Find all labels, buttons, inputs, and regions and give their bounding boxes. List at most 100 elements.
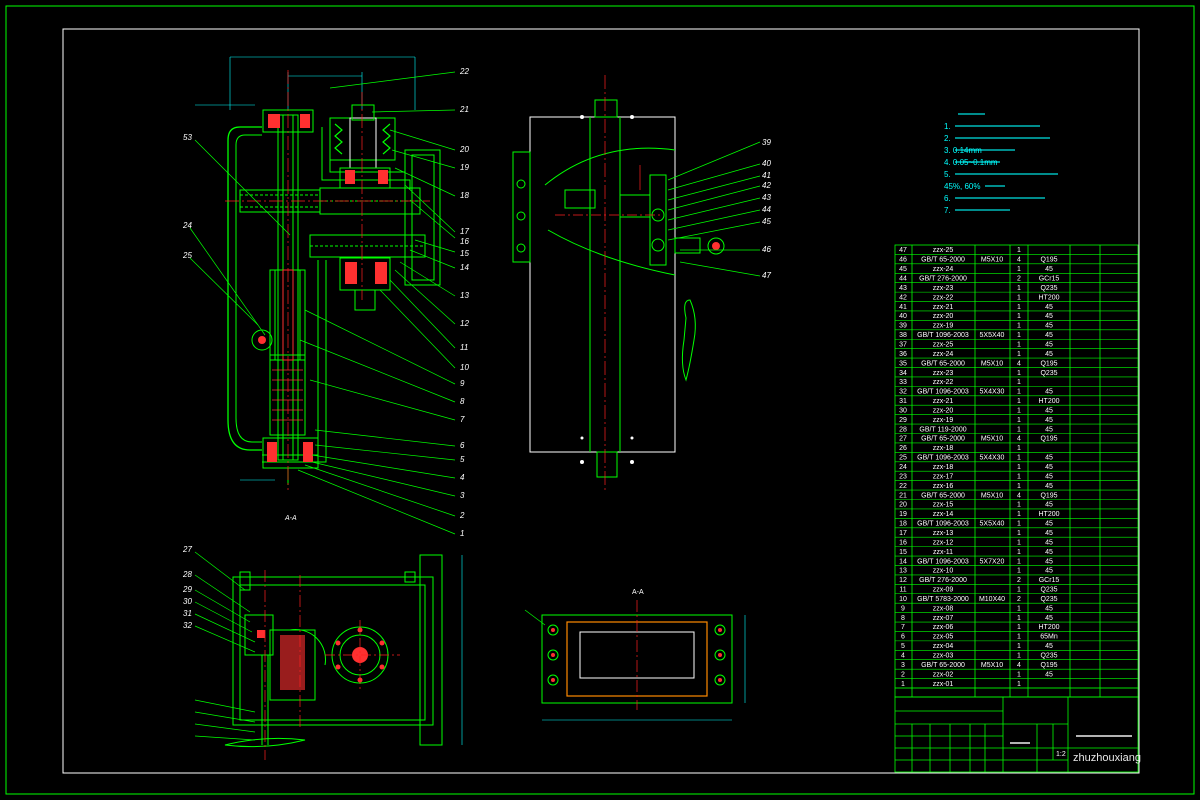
bom-cell-no: 37: [899, 341, 907, 348]
notes-line-5: 5.: [944, 170, 951, 179]
bom-cell-code: zzx-12: [933, 539, 954, 546]
bom-cell-code: zzx-20: [933, 313, 954, 320]
bom-cell-code: zzx-10: [933, 568, 954, 575]
bom-cell-qty: 1: [1017, 417, 1021, 424]
bom-cell-qty: 1: [1017, 332, 1021, 339]
notes-placeholder-strokes: [955, 113, 1058, 211]
bom-cell-no: 46: [899, 257, 907, 264]
bom-cell-no: 34: [899, 370, 907, 377]
bom-cell-qty: 1: [1017, 643, 1021, 650]
bom-cell-code: zzx-04: [933, 643, 954, 650]
bom-cell-code: zzx-18: [933, 445, 954, 452]
bom-cell-code: zzx-18: [933, 464, 954, 471]
leader-5: 5: [460, 455, 465, 464]
leader-13: 13: [460, 291, 469, 300]
bom-cell-no: 43: [899, 285, 907, 292]
bom-cell-code: GB/T 1096-2003: [917, 332, 969, 339]
bom-cell-name: 5X4X30: [980, 389, 1005, 396]
bom-cell-mat: 45: [1045, 483, 1053, 490]
bom-cell-code: zzx-25: [933, 341, 954, 348]
bom-cell-no: 25: [899, 455, 907, 462]
side-view: [512, 75, 725, 490]
bom-cell-mat: 45: [1045, 558, 1053, 565]
bom-cell-mat: 45: [1045, 568, 1053, 575]
sheet-inner-frame: [62, 28, 1140, 774]
bom-cell-code: zzx-22: [933, 379, 954, 386]
bom-cell-mat: 45: [1045, 332, 1053, 339]
bom-cell-mat: 45: [1045, 426, 1053, 433]
bom-cell-mat: 45: [1045, 464, 1053, 471]
bom-cell-code: zzx-03: [933, 653, 954, 660]
bom-cell-mat: 45: [1045, 351, 1053, 358]
bom-cell-code: GB/T 276-2000: [919, 276, 967, 283]
bom-cell-qty: 1: [1017, 294, 1021, 301]
bom-cell-qty: 1: [1017, 558, 1021, 565]
bom-cell-no: 13: [899, 568, 907, 575]
bom-cell-no: 39: [899, 323, 907, 330]
bom-cell-no: 29: [899, 417, 907, 424]
title-block-scale: 1:2: [1056, 751, 1066, 758]
bom-cell-code: zzx-25: [933, 247, 954, 254]
bom-cell-code: zzx-06: [933, 624, 954, 631]
bom-cell-name: M5X10: [981, 257, 1003, 264]
bom-cell-mat: 45: [1045, 407, 1053, 414]
bom-cell-no: 47: [899, 247, 907, 254]
bom-cell-no: 9: [901, 605, 905, 612]
bom-cell-qty: 1: [1017, 539, 1021, 546]
bom-cell-code: GB/T 1096-2003: [917, 558, 969, 565]
bom-cell-mat: 45: [1045, 417, 1053, 424]
bom-cell-name: M5X10: [981, 360, 1003, 367]
bom-cell-code: zzx-19: [933, 323, 954, 330]
bom-cell-code: zzx-24: [933, 351, 954, 358]
section-aa-view: [524, 600, 746, 721]
leader-4: 4: [460, 473, 465, 482]
bom-cell-qty: 1: [1017, 389, 1021, 396]
bom-cell-mat: HT200: [1038, 624, 1059, 631]
bom-cell-qty: 1: [1017, 247, 1021, 254]
bom-cell-mat: HT200: [1038, 294, 1059, 301]
side-view-leaders: [667, 141, 761, 277]
bom-cell-no: 23: [899, 473, 907, 480]
leader-43: 43: [762, 193, 771, 202]
bom-cell-no: 4: [901, 653, 905, 660]
bom-cell-qty: 4: [1017, 492, 1021, 499]
leader-7: 7: [460, 415, 465, 424]
bom-cell-qty: 1: [1017, 605, 1021, 612]
bom-cell-no: 44: [899, 276, 907, 283]
bom-cell-no: 36: [899, 351, 907, 358]
bom-cell-no: 28: [899, 426, 907, 433]
bom-cell-no: 5: [901, 643, 905, 650]
bom-cell-name: 5X7X20: [980, 558, 1005, 565]
bom-cell-code: GB/T 65-2000: [921, 257, 965, 264]
bom-cell-no: 11: [899, 587, 906, 594]
bom-cell-no: 41: [899, 304, 907, 311]
bom-cell-no: 24: [899, 464, 907, 471]
bom-cell-mat: Q235: [1040, 587, 1057, 594]
bom-cell-qty: 1: [1017, 624, 1021, 631]
bom-cell-no: 42: [899, 294, 907, 301]
bom-cell-mat: Q195: [1040, 662, 1057, 669]
leader-31: 31: [183, 609, 192, 618]
bom-cell-mat: 45: [1045, 455, 1053, 462]
leader-2: 2: [459, 511, 465, 520]
bom-cell-name: 5X5X40: [980, 332, 1005, 339]
bom-cell-mat: 45: [1045, 530, 1053, 537]
title-block: [894, 696, 1139, 773]
leader-44: 44: [762, 205, 771, 214]
title-block-placeholder-strokes: [1010, 735, 1132, 744]
bom-cell-no: 2: [901, 671, 905, 678]
bom-cell-no: 7: [901, 624, 905, 631]
bom-cell-no: 32: [899, 389, 907, 396]
bom-cell-no: 33: [899, 379, 907, 386]
section-aa-label: A-A: [632, 589, 644, 596]
bom-cell-mat: 45: [1045, 502, 1053, 509]
bom-cell-qty: 2: [1017, 577, 1021, 584]
bom-cell-qty: 2: [1017, 596, 1021, 603]
bom-cell-code: GB/T 5783-2000: [917, 596, 969, 603]
bom-cell-code: zzx-21: [933, 304, 954, 311]
bottom-left-labels: 27 28 29 30 31 32: [182, 545, 192, 630]
bom-cell-code: zzx-17: [933, 473, 954, 480]
bom-cell-qty: 1: [1017, 407, 1021, 414]
bottom-left-view: [224, 554, 463, 760]
